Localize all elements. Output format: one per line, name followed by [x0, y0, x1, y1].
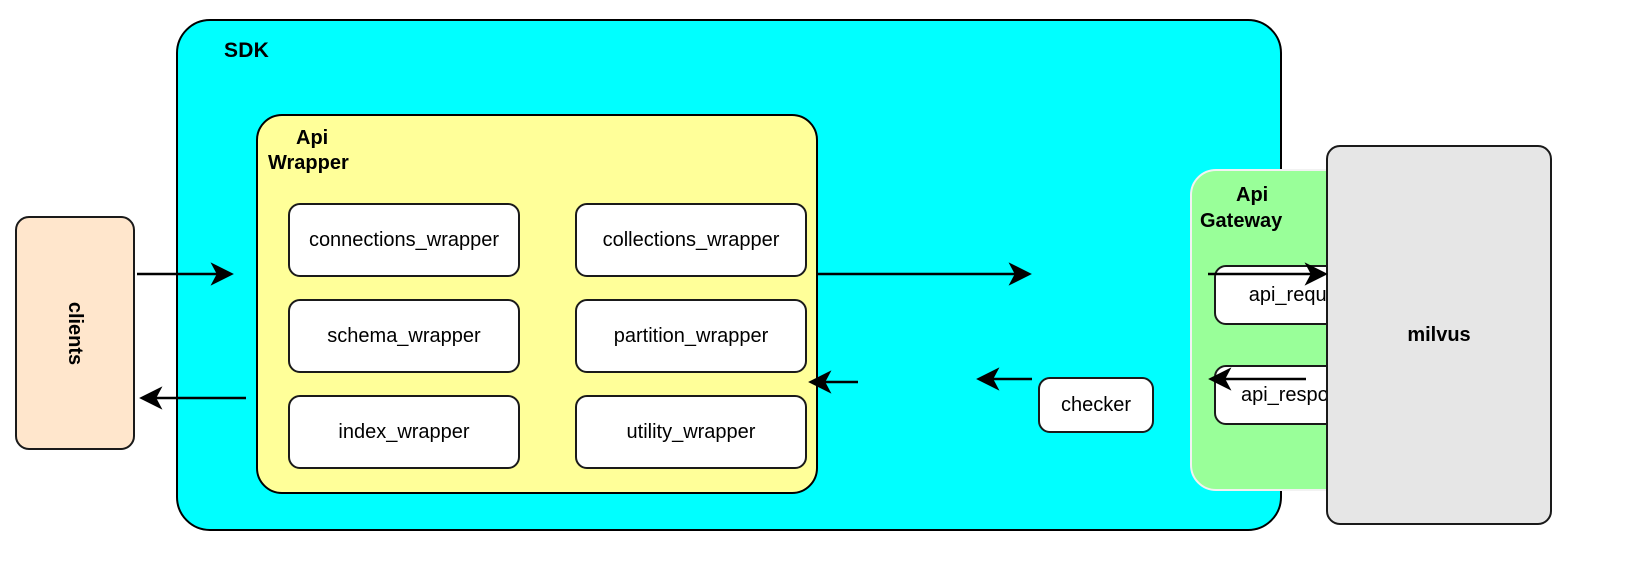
container-api-wrapper-label: Api Wrapper: [268, 126, 468, 176]
card-partition-wrapper[interactable]: partition_wrapper: [575, 299, 807, 373]
container-sdk[interactable]: SDK Api Wrapper connections_wrapper coll…: [176, 19, 1416, 531]
card-connections-wrapper-label: connections_wrapper: [308, 228, 500, 251]
card-partition-wrapper-label: partition_wrapper: [613, 324, 769, 347]
node-checker-label: checker: [1060, 393, 1132, 416]
node-milvus-label: milvus: [1407, 323, 1471, 346]
card-index-wrapper-label: index_wrapper: [338, 420, 470, 443]
card-utility-wrapper-label: utility_wrapper: [626, 420, 756, 443]
node-milvus[interactable]: milvus: [1326, 145, 1552, 525]
node-clients-label: clients: [64, 301, 87, 365]
container-api-gateway-label-line2: Gateway: [1200, 210, 1283, 232]
card-utility-wrapper[interactable]: utility_wrapper: [575, 395, 807, 469]
card-collections-wrapper[interactable]: collections_wrapper: [575, 203, 807, 277]
card-index-wrapper[interactable]: index_wrapper: [288, 395, 520, 469]
card-connections-wrapper[interactable]: connections_wrapper: [288, 203, 520, 277]
container-api-wrapper[interactable]: Api Wrapper connections_wrapper collecti…: [256, 114, 818, 494]
container-sdk-label: SDK: [224, 39, 269, 62]
container-api-gateway-label-line1: Api: [1236, 184, 1269, 206]
container-api-gateway-label: Api Gateway: [1200, 182, 1390, 234]
container-api-wrapper-label-line2: Wrapper: [268, 152, 349, 174]
card-collections-wrapper-label: collections_wrapper: [602, 228, 780, 251]
node-clients[interactable]: clients: [15, 216, 135, 450]
node-checker[interactable]: checker: [1038, 377, 1154, 433]
container-api-wrapper-label-line1: Api: [296, 127, 329, 149]
card-schema-wrapper[interactable]: schema_wrapper: [288, 299, 520, 373]
card-schema-wrapper-label: schema_wrapper: [327, 324, 481, 347]
